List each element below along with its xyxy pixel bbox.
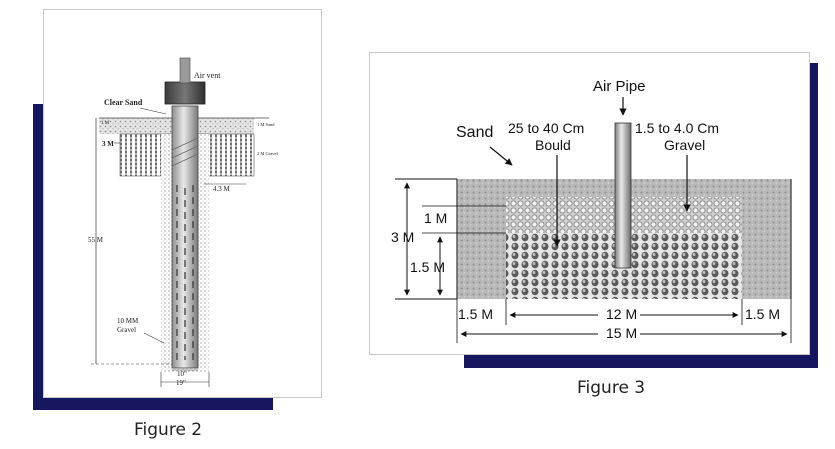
- outer-diameter-label: 19": [176, 379, 186, 387]
- boulder-label-line2: Bould: [535, 137, 571, 153]
- gravel-label-line2: Gravel: [117, 326, 136, 334]
- air-pipe-label: Air Pipe: [593, 78, 646, 95]
- gravel-label-line1: 1.5 to 4.0 Cm: [635, 120, 719, 136]
- width-center-label: 12 M: [606, 306, 637, 322]
- side-upper-label: 1 M Sand: [257, 122, 275, 127]
- top-mark-label: 1 M: [101, 121, 110, 126]
- width-4-3m-label: 4.3 M: [213, 185, 231, 193]
- clear-sand-label: Clear Sand: [104, 98, 143, 107]
- sand-label: Sand: [456, 124, 493, 141]
- depth-1m-label: 1 M: [424, 210, 447, 226]
- air-vent-label: Air vent: [194, 71, 221, 80]
- width-left-label: 1.5 M: [458, 306, 493, 322]
- figure2-caption: Figure 2: [134, 420, 203, 440]
- well-cross-section-diagram: Air vent Clear Sand 1 M 3 M 1 M Sand 2 M…: [88, 57, 278, 387]
- gravel-label-line2: Gravel: [664, 137, 705, 153]
- depth-3m-label: 3 M: [391, 229, 414, 245]
- figure3-caption: Figure 3: [577, 378, 646, 398]
- gravel-label-line1: 10 MM: [117, 317, 139, 325]
- aeration-pit-diagram: Air Pipe Sand 25 to 40 Cm Bould 1.5 to 4…: [391, 78, 792, 343]
- screen-slots: [176, 185, 194, 360]
- depth-3m-label: 3 M: [102, 140, 114, 148]
- depth-55m-label: 55 M: [88, 236, 104, 244]
- depth-1-5m-label: 1.5 M: [410, 259, 445, 275]
- boulder-label-line1: 25 to 40 Cm: [508, 120, 584, 136]
- side-lower-label: 2 M Gravel: [257, 151, 278, 156]
- width-right-label: 1.5 M: [745, 306, 780, 322]
- inner-diameter-label: 10": [177, 370, 187, 378]
- figure2-frame: Air vent Clear Sand 1 M 3 M 1 M Sand 2 M…: [43, 9, 322, 398]
- air-pipe: [614, 122, 632, 269]
- air-vent-pipe: [179, 57, 191, 84]
- width-total-label: 15 M: [606, 325, 637, 341]
- vent-cap: [164, 81, 206, 105]
- figure3-frame: Air Pipe Sand 25 to 40 Cm Bould 1.5 to 4…: [369, 52, 810, 355]
